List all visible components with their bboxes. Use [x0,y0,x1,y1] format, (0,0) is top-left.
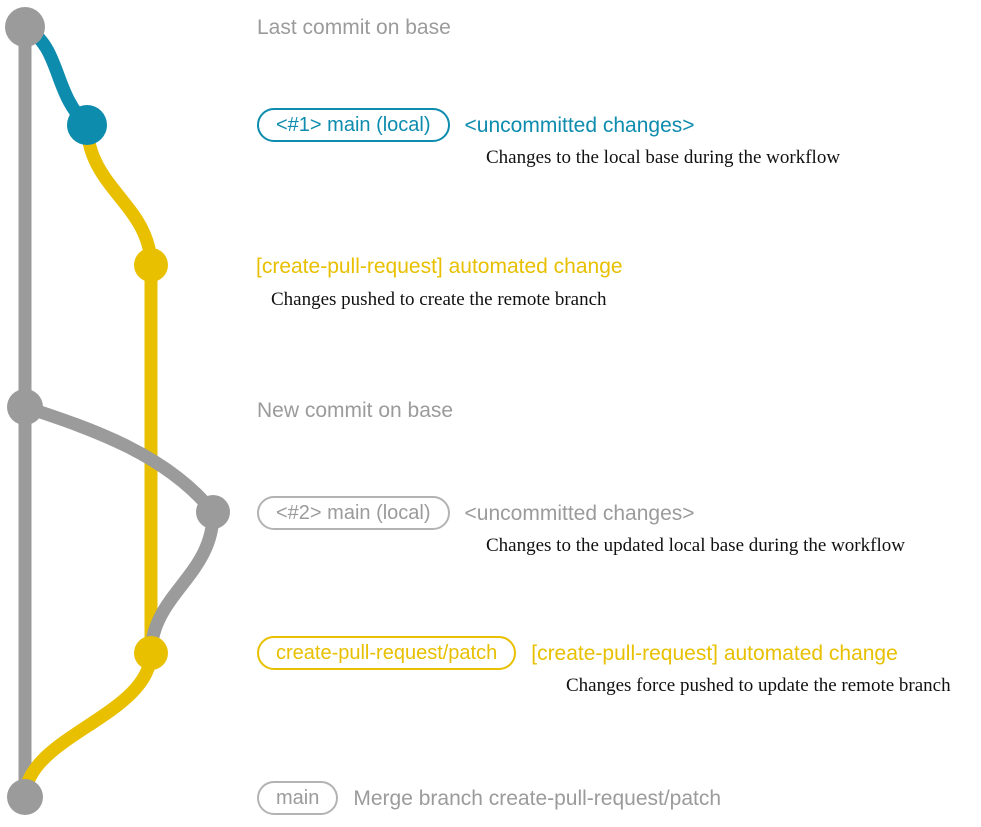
branch-pill-create-pull-request-patch[interactable]: create-pull-request/patch [257,636,517,670]
row-local-uncommitted-1: <#1> main (local) <uncommitted changes> [257,108,695,142]
caption-last-commit-on-base: Last commit on base [257,16,451,39]
commit-subject-merge-branch: Merge branch create-pull-request/patch [353,786,722,810]
commit-note-automated-change-create: Changes pushed to create the remote bran… [271,289,607,310]
row-merge-branch: main Merge branch create-pull-request/pa… [257,781,721,815]
branch-pill-main-local-1[interactable]: <#1> main (local) [257,108,450,142]
commit-subject-automated-change-create: [create-pull-request] automated change [256,255,623,278]
commit-subject-uncommitted-2: <uncommitted changes> [464,501,695,525]
branch-pill-main-local-2[interactable]: <#2> main (local) [257,496,450,530]
row-automated-change-create: [create-pull-request] automated change [256,256,623,277]
branch-pill-main[interactable]: main [257,781,339,815]
row-automated-change-update: create-pull-request/patch [create-pull-r… [257,636,898,670]
commit-subject-uncommitted-1: <uncommitted changes> [464,113,695,137]
row-local-uncommitted-2: <#2> main (local) <uncommitted changes> [257,496,695,530]
commit-subject-automated-change-update: [create-pull-request] automated change [531,641,898,665]
caption-new-commit-on-base: New commit on base [257,399,454,422]
commit-note-automated-change-update: Changes force pushed to update the remot… [566,675,951,696]
commit-note-local-2: Changes to the updated local base during… [486,535,905,556]
commit-note-local-1: Changes to the local base during the wor… [486,147,841,168]
